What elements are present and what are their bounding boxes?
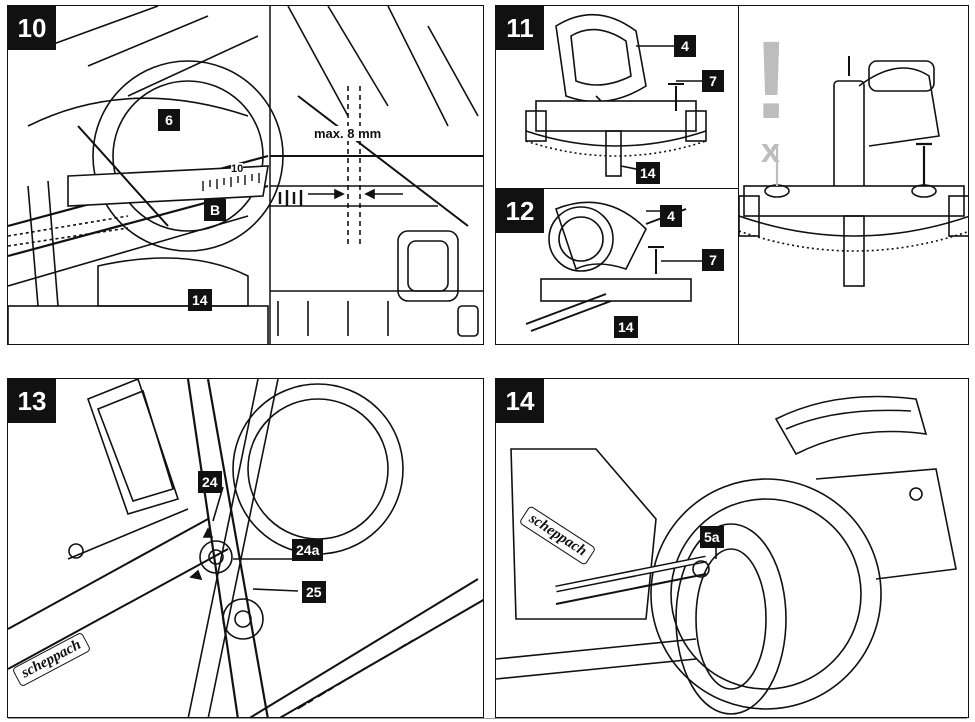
fig10-scale-ticks xyxy=(202,173,260,191)
part-label-24a: 24a xyxy=(292,539,324,561)
page-bottom-rule xyxy=(8,718,967,719)
figure-number-11: 11 xyxy=(496,6,544,50)
warning-panel: ! x xyxy=(738,5,969,345)
scale-number-10: 10 xyxy=(231,163,244,175)
warning-drawing xyxy=(739,56,968,287)
figure-10-drawing xyxy=(8,6,483,344)
part-label-25: 25 xyxy=(302,581,326,603)
warning-cross-icon: x xyxy=(761,132,780,170)
figure-13-drawing xyxy=(8,379,483,717)
figure-number-14: 14 xyxy=(496,379,544,423)
figure-11-panel: 11 4 7 14 xyxy=(495,5,740,190)
part-label-7: 7 xyxy=(702,70,724,92)
figure-13-panel: 13 24 24a 25 scheppach xyxy=(7,378,484,718)
fig10-left-view xyxy=(8,6,284,344)
figure-11-drawing xyxy=(525,13,707,177)
part-label-4: 4 xyxy=(660,205,682,227)
figure-number-10: 10 xyxy=(8,6,56,50)
warning-exclamation-icon: ! xyxy=(753,19,790,142)
part-label-14: 14 xyxy=(188,289,212,311)
figure-10-panel: 10 6 B 14 10 max. 8 mm xyxy=(7,5,484,345)
part-label-6: 6 xyxy=(158,109,180,131)
fig10-right-view xyxy=(270,6,483,337)
figure-12-panel: 12 4 7 14 xyxy=(495,188,740,345)
max-gap-note: max. 8 mm xyxy=(311,126,385,141)
figure-number-12: 12 xyxy=(496,189,544,233)
figure-number-13: 13 xyxy=(8,379,56,423)
figure-14-drawing xyxy=(496,395,957,715)
part-label-14: 14 xyxy=(614,316,638,338)
part-label-b: B xyxy=(204,199,226,221)
part-label-24: 24 xyxy=(198,471,222,493)
part-label-7: 7 xyxy=(702,249,724,271)
figure-14-panel: 14 5a scheppach xyxy=(495,378,969,718)
part-label-4: 4 xyxy=(674,35,696,57)
part-label-5a: 5a xyxy=(700,526,724,548)
part-label-14: 14 xyxy=(636,162,660,184)
fig13-scale-ticks xyxy=(297,639,414,710)
